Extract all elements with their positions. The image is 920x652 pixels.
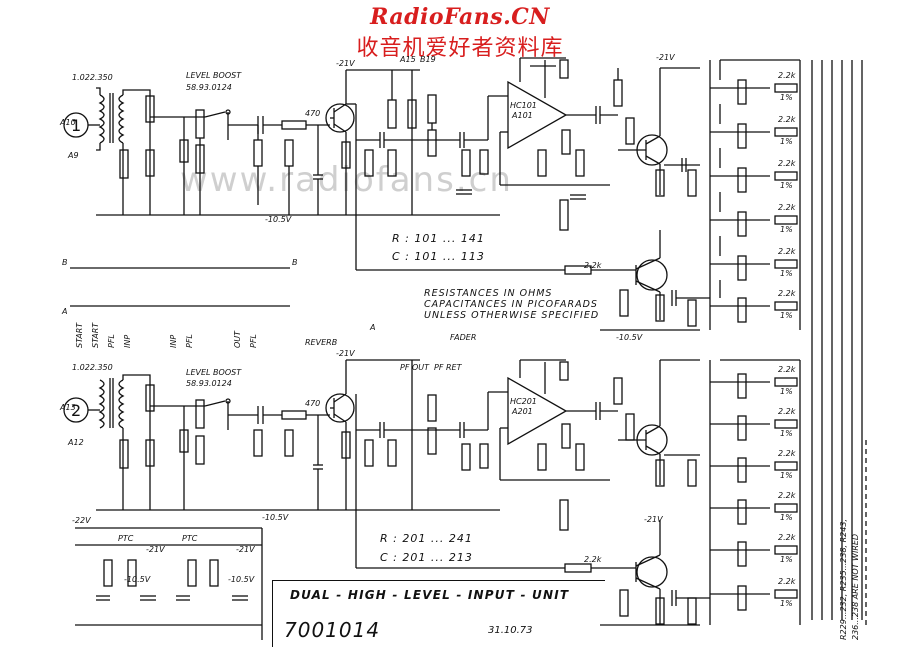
supply-10v5-right: -10.5V [228,575,255,584]
tol-12: 1% [780,599,793,608]
supply-10v5-1: -10.5V [265,215,292,224]
r-2k2-out-6: 2.2k [778,289,796,298]
pin-pfl: PFL [107,334,116,348]
terminal-b19: B19 [420,55,436,64]
pin-inp-2: INP [169,335,178,348]
ptc-2-label: PTC [182,534,198,543]
r-2k2-out-12: 2.2k [778,577,796,586]
ptc-1-label: PTC [118,534,134,543]
r-2k2-q103: 2.2k [584,261,602,270]
a201-label: A201 [511,407,533,416]
r-range-ch2: R : 201 ... 241 [380,532,473,545]
level-boost-1-part: 58.93.0124 [186,83,232,92]
supply-10v5-left: -10.5V [124,575,151,584]
r-2k2-out-1: 2.2k [778,71,796,80]
note-line-1: RESISTANCES IN OHMS [424,288,553,299]
r-2k2-q203: 2.2k [584,555,602,564]
supply-21v-q102: -21V [656,53,675,62]
supply-22v: -22V [72,516,91,525]
pin-pfl-3: PFL [249,334,258,348]
tol-5: 1% [780,269,793,278]
terminal-a13: A13 [59,403,76,412]
pin-inp: INP [123,335,132,348]
terminal-a12: A12 [67,438,84,447]
pf-ret-label: PF RET [434,363,463,372]
drawing-date: 31.10.73 [488,625,533,636]
tol-3: 1% [780,181,793,190]
tol-10: 1% [780,513,793,522]
transformer-2-part: 1.022.350 [72,363,113,372]
row-b-label-2: B [292,258,298,267]
pin-start-2: START [91,322,100,348]
note-line-2: CAPACITANCES IN PICOFARADS [424,299,598,310]
drawing-title: DUAL - HIGH - LEVEL - INPUT - UNIT [290,588,570,602]
c-range-ch2: C : 201 ... 213 [380,551,473,564]
tol-2: 1% [780,137,793,146]
c-range-ch1: C : 101 ... 113 [392,250,485,263]
row-a-label-2: A [369,323,375,332]
r-470-label-1: 470 [305,109,320,118]
pin-start-1: START [75,322,84,348]
fader-label: FADER [450,333,476,342]
r-2k2-out-3: 2.2k [778,159,796,168]
r-2k2-out-9: 2.2k [778,449,796,458]
tol-4: 1% [780,225,793,234]
tol-9: 1% [780,471,793,480]
row-b-label-1: B [62,258,68,267]
channel-1-number: 1 [71,116,81,135]
hc101-label: HC101 [510,101,537,110]
reverb-label: REVERB [305,338,337,347]
r-2k2-out-4: 2.2k [778,203,796,212]
tol-6: 1% [780,311,793,320]
terminal-a9: A9 [67,151,79,160]
supply-21v-right: -21V [236,545,255,554]
drawing-number: 7001014 [284,618,381,642]
supply-10v5-2: -10.5V [262,513,289,522]
tol-8: 1% [780,429,793,438]
row-a-label-1: A [61,307,67,316]
r-2k2-out-8: 2.2k [778,407,796,416]
level-boost-2-part: 58.93.0124 [186,379,232,388]
channel-2-number: 2 [71,401,81,420]
tol-11: 1% [780,555,793,564]
r-2k2-out-11: 2.2k [778,533,796,542]
not-wired-note-2: 236...238 ARE NOT WIRED [851,534,860,640]
r-2k2-out-2: 2.2k [778,115,796,124]
pin-pfl-2: PFL [185,334,194,348]
tol-1: 1% [780,93,793,102]
tol-7: 1% [780,387,793,396]
not-wired-note-1: R229...232, R235...238, R243, [839,519,848,640]
r-2k2-out-7: 2.2k [778,365,796,374]
supply-21v-q203: -21V [644,515,663,524]
r-470-label-2: 470 [305,399,320,408]
level-boost-2-label: LEVEL BOOST [186,368,242,377]
a101-label: A101 [511,111,533,120]
site-subtitle: 收音机爱好者资料库 [356,36,564,61]
r-2k2-out-5: 2.2k [778,247,796,256]
terminal-a15: A15 [399,55,416,64]
pf-out-label: PF OUT [400,363,430,372]
supply-21v-left: -21V [146,545,165,554]
supply-21v-1: -21V [336,59,355,68]
site-title: RadioFans.CN [370,4,550,30]
supply-21v-2: -21V [336,349,355,358]
level-boost-1-label: LEVEL BOOST [186,71,242,80]
transformer-1-part: 1.022.350 [72,73,113,82]
hc201-label: HC201 [510,397,537,406]
supply-10v5-q103: -10.5V [616,333,643,342]
pin-out: OUT [233,330,242,348]
r-2k2-out-10: 2.2k [778,491,796,500]
note-line-3: UNLESS OTHERWISE SPECIFIED [424,310,600,321]
title-block [272,580,605,647]
terminal-a10: A10 [59,118,76,127]
r-range-ch1: R : 101 ... 141 [392,232,485,245]
